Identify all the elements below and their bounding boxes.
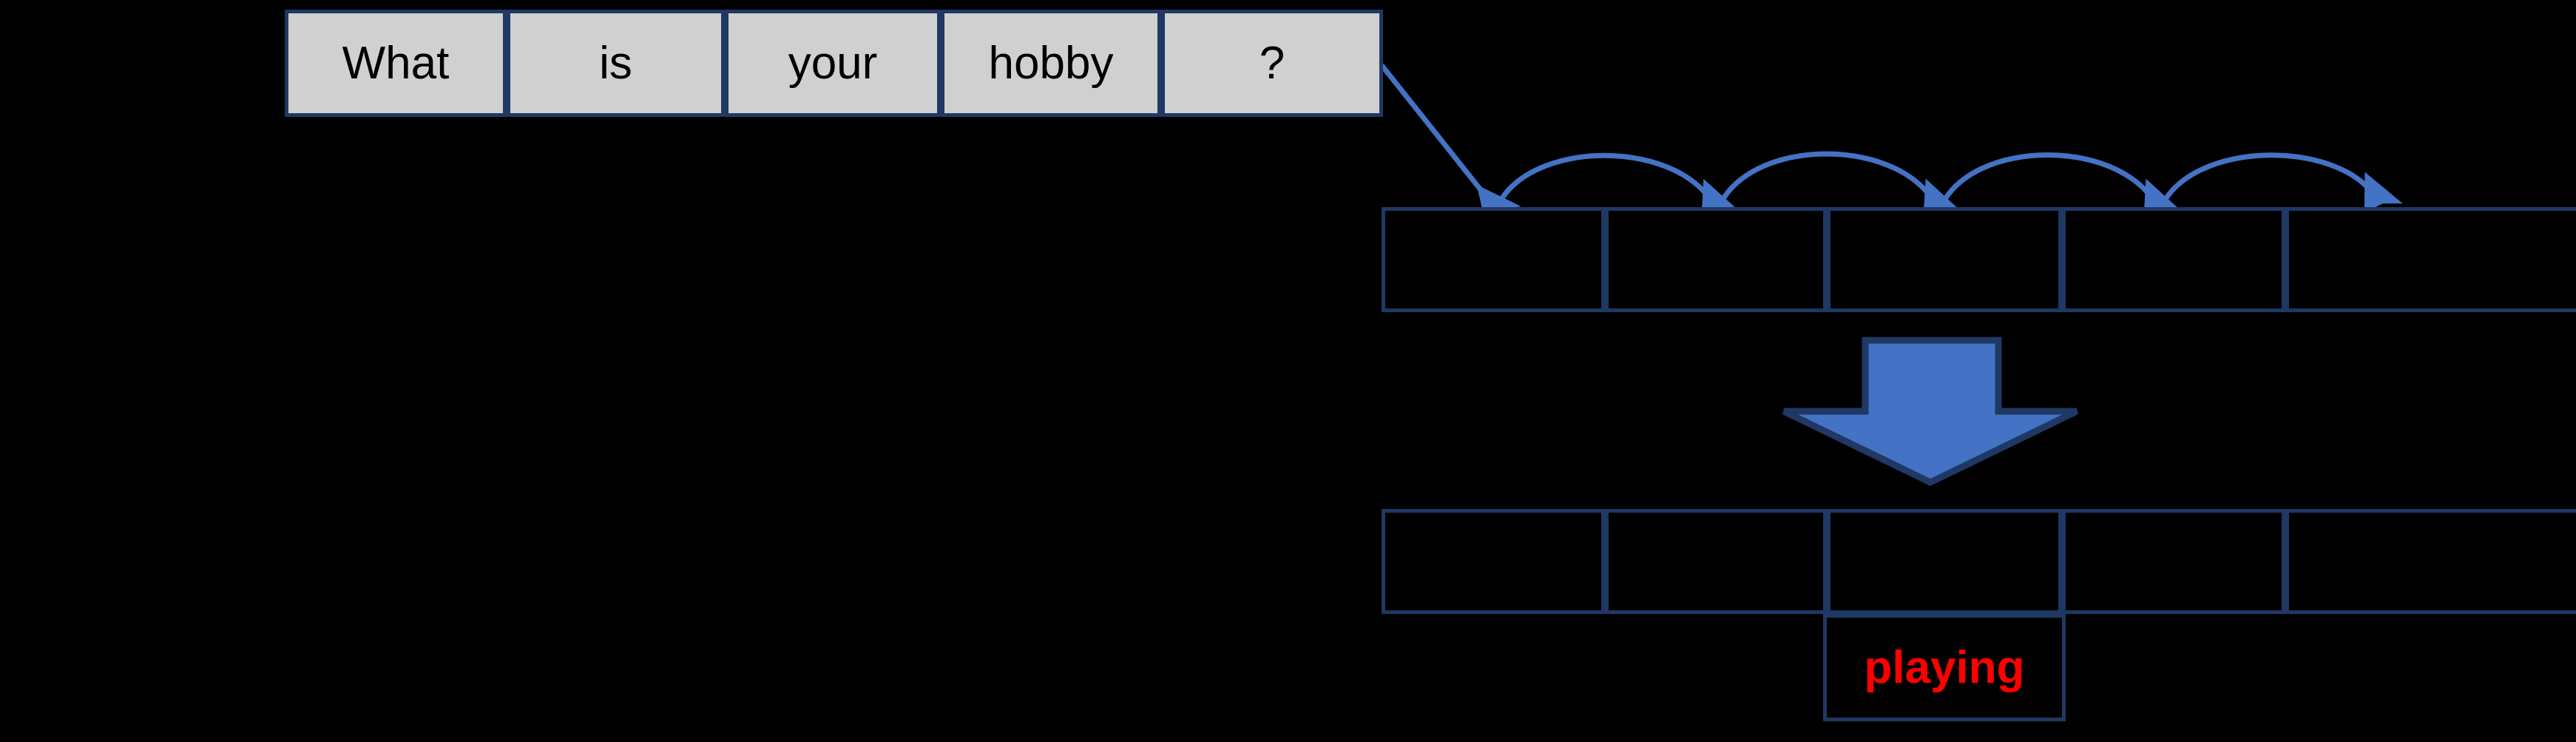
decoder-cell-2[interactable]	[1605, 207, 1827, 312]
decoder-cell-3[interactable]	[1827, 207, 2062, 312]
decoder-cell-1[interactable]	[1382, 207, 1605, 312]
output-cell-4[interactable]	[2062, 509, 2285, 614]
recurrent-arc-1	[1492, 152, 1740, 229]
source-cell-your[interactable]: your	[725, 10, 941, 117]
source-cell-what[interactable]: What	[285, 10, 507, 117]
output-cell-2[interactable]	[1605, 509, 1827, 614]
recurrent-arc-2	[1714, 151, 1962, 229]
source-cell-hobby[interactable]: hobby	[941, 10, 1161, 117]
source-cell-question-mark[interactable]: ?	[1161, 10, 1383, 117]
output-cell-1[interactable]	[1382, 509, 1605, 614]
recurrent-arc-3	[1936, 152, 2183, 229]
decoder-to-output-arrow	[1782, 337, 2078, 487]
input-to-decoder-arrow	[1379, 63, 1521, 233]
decoder-cell-4[interactable]	[2062, 207, 2285, 312]
output-cell-5[interactable]	[2285, 509, 2576, 614]
emitted-token-playing[interactable]: playing	[1823, 614, 2066, 721]
decoder-cell-5[interactable]	[2285, 207, 2576, 312]
output-cell-3[interactable]	[1827, 509, 2062, 614]
recurrent-arc-4	[2157, 152, 2403, 222]
source-cell-is[interactable]: is	[507, 10, 725, 117]
